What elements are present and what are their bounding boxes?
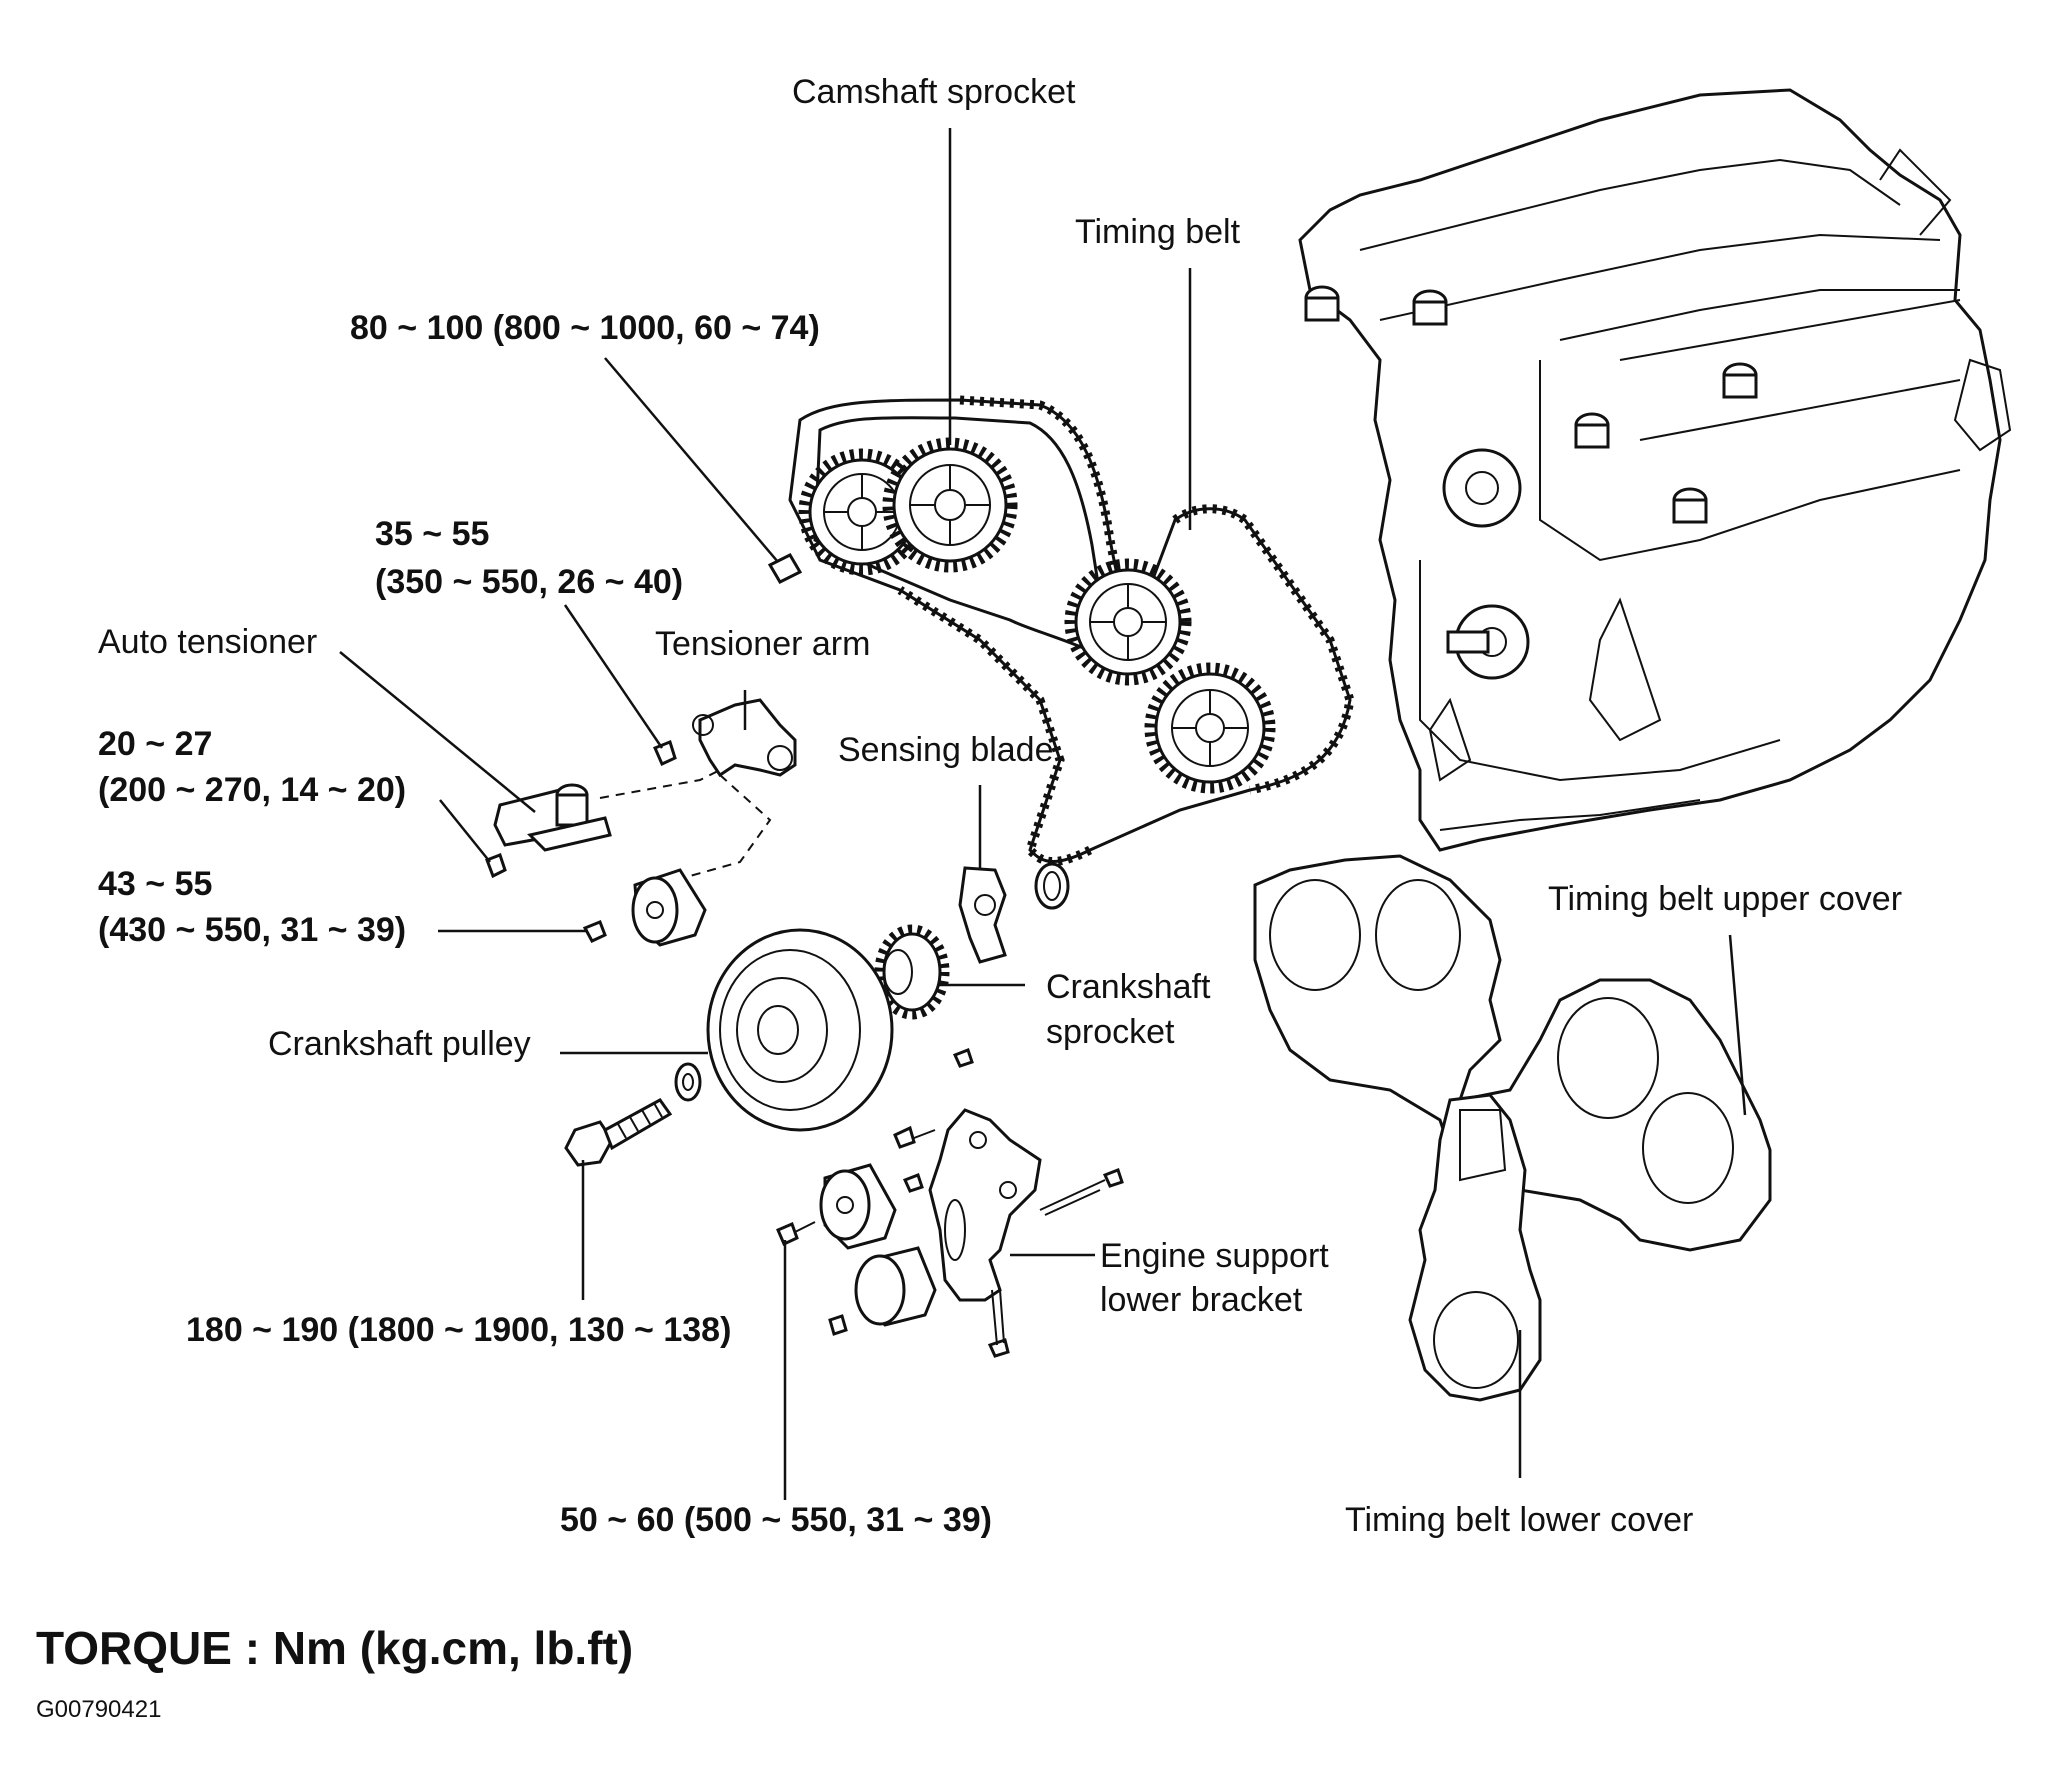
engine-support-label-line1: Engine support	[1100, 1237, 1329, 1275]
timing-belt-upper-cover	[1253, 854, 1772, 1252]
crankshaft-sprocket-label-line2: sprocket	[1046, 1013, 1175, 1051]
crank-bolt-torque: 180 ~ 190 (1800 ~ 1900, 130 ~ 138)	[186, 1311, 732, 1349]
tensioner-dashed-guide	[599, 769, 772, 877]
timing-belt-upper-cover-label: Timing belt upper cover	[1548, 880, 1903, 918]
engine-support-label-line2: lower bracket	[1100, 1281, 1303, 1319]
tensioner-arm-torque-line2: (350 ~ 550, 26 ~ 40)	[375, 563, 684, 601]
tensioner-arm-label: Tensioner arm	[655, 625, 871, 663]
crankshaft-pulley	[674, 928, 894, 1132]
engine-block	[1298, 88, 2012, 852]
crankshaft-sprocket-label-line1: Crankshaft	[1046, 968, 1211, 1006]
torque-units-caption: TORQUE : Nm (kg.cm, lb.ft)	[36, 1622, 634, 1674]
camshaft-sprocket-label: Camshaft sprocket	[792, 73, 1076, 111]
idler-pulley-lower	[776, 1163, 937, 1336]
timing-belt-label: Timing belt	[1075, 213, 1241, 251]
engine-support-lower-bracket	[893, 1048, 1124, 1358]
auto-tensioner	[485, 783, 612, 879]
timing-belt-lower-cover-label: Timing belt lower cover	[1345, 1501, 1694, 1539]
auto-tensioner-torque-line1: 20 ~ 27	[98, 725, 213, 763]
crankshaft-sprocket	[874, 924, 950, 1020]
camshaft-sprocket-3	[1064, 558, 1192, 686]
tensioner-arm	[653, 698, 797, 778]
crankshaft-bolt	[564, 1098, 673, 1167]
engine-studs	[1304, 285, 1758, 524]
camshaft-sprocket-4	[1144, 662, 1276, 794]
idler-torque-line1: 43 ~ 55	[98, 865, 213, 903]
leader-lines	[339, 128, 1747, 1500]
auto-tensioner-torque-line2: (200 ~ 270, 14 ~ 20)	[98, 771, 407, 809]
tensioner-arm-torque-line1: 35 ~ 55	[375, 515, 490, 553]
sensing-blade-label: Sensing blade	[838, 731, 1054, 769]
engine-boss	[1442, 448, 1530, 680]
figure-code: G00790421	[36, 1696, 162, 1723]
sensing-blade	[958, 862, 1070, 964]
idler-pulley-upper	[582, 868, 707, 947]
camshaft-sprocket-2	[882, 437, 1018, 573]
camshaft-bolt-torque: 80 ~ 100 (800 ~ 1000, 60 ~ 74)	[350, 309, 820, 347]
auto-tensioner-label: Auto tensioner	[98, 623, 318, 661]
bracket-bolt-torque: 50 ~ 60 (500 ~ 550, 31 ~ 39)	[560, 1501, 992, 1539]
timing-belt-lower-cover	[1408, 1093, 1542, 1402]
crankshaft-pulley-label: Crankshaft pulley	[268, 1025, 531, 1063]
idler-torque-line2: (430 ~ 550, 31 ~ 39)	[98, 911, 407, 949]
